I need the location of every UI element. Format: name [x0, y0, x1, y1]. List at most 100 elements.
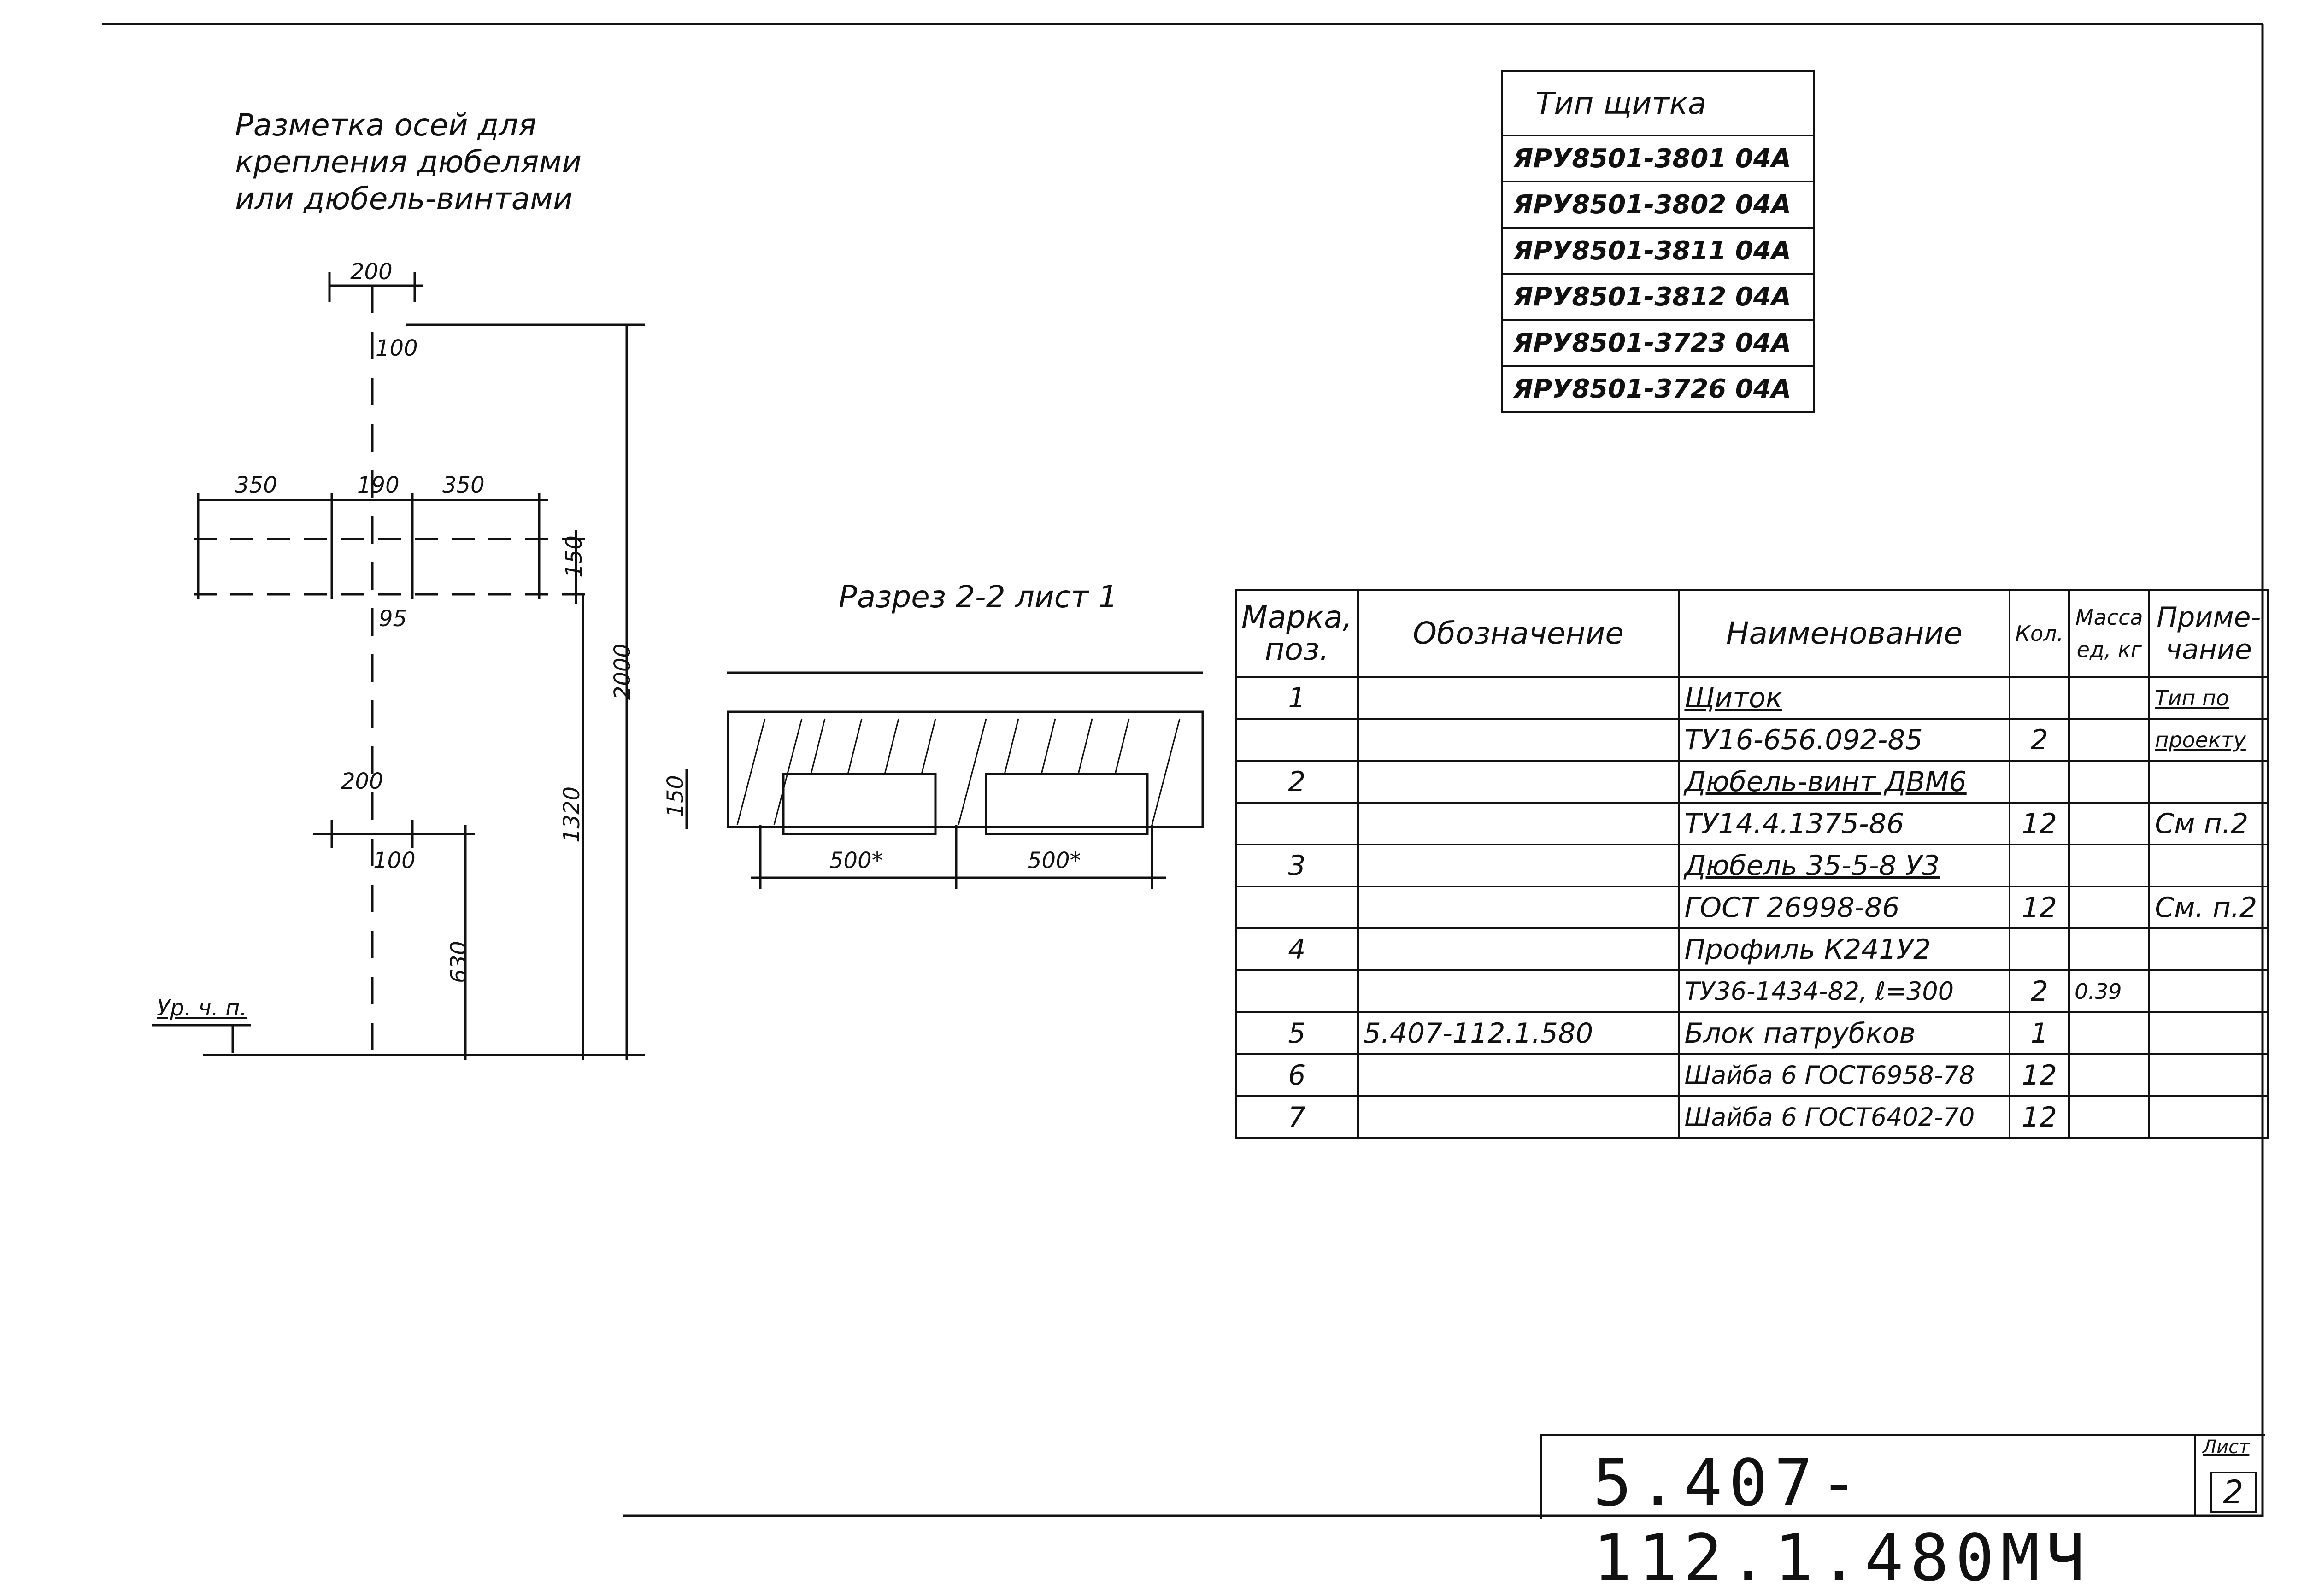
cell-qty — [2009, 676, 2070, 720]
sheet-label: Лист — [2203, 1437, 2250, 1458]
cell-name: ТУ16-656.092-85 — [1678, 718, 2011, 762]
cell-name: Дюбель 35-5-8 У3 — [1678, 844, 2011, 887]
document-code: 5.407- 112.1.480МЧ — [1593, 1446, 2092, 1596]
note-line: Разметка осей для — [235, 107, 537, 143]
cell-mass — [2068, 802, 2151, 845]
cell-note: Тип по — [2148, 676, 2269, 720]
cell-mass — [2068, 718, 2151, 762]
table-row: ТУ14.4.1375-86 12 См п.2 — [1235, 802, 2269, 845]
cell-note — [2148, 1053, 2269, 1097]
cell-mass — [2068, 676, 2151, 720]
table-row: 6 Шайба 6 ГОСТ6958-78 12 — [1235, 1053, 2269, 1097]
type-row: ЯРУ8501-3801 04А — [1501, 135, 1815, 182]
cell-mass — [2068, 1011, 2151, 1055]
cell-designation — [1357, 676, 1680, 720]
note-line: или дюбель-винтами — [235, 181, 573, 217]
type-row: ЯРУ8501-3726 04А — [1501, 365, 1815, 413]
table-row: 1 Щиток Тип по — [1235, 676, 2269, 720]
cell-mass — [2068, 927, 2151, 971]
cell-name: Шайба 6 ГОСТ6958-78 — [1678, 1053, 2011, 1097]
cell-mark — [1235, 886, 1359, 929]
cell-designation — [1357, 844, 1680, 887]
cell-designation — [1357, 886, 1680, 929]
col-header-note: Приме- чание — [2148, 589, 2269, 678]
table-row: ГОСТ 26998-86 12 См. п.2 — [1235, 886, 2269, 929]
dim-top-100: 100 — [376, 335, 418, 361]
cell-note — [2148, 844, 2269, 887]
cell-mass — [2068, 1053, 2151, 1097]
cell-designation — [1357, 927, 1680, 971]
section-box-left — [782, 773, 937, 835]
dim-95: 95 — [379, 606, 407, 632]
note-line: крепления дюбелями — [235, 144, 582, 180]
table-row: 5 5.407-112.1.580 Блок патрубков 1 — [1235, 1011, 2269, 1055]
section-wall — [727, 710, 1204, 828]
cell-qty: 12 — [2009, 886, 2070, 929]
table-row: ТУ16-656.092-85 2 проекту — [1235, 718, 2269, 762]
table-row: 2 Дюбель-винт ДВМ6 — [1235, 760, 2269, 804]
col-header-name: Наименование — [1678, 589, 2011, 678]
cell-mass — [2068, 760, 2151, 804]
type-row: ЯРУ8501-3802 04А — [1501, 181, 1815, 229]
type-row: ЯРУ8501-3723 04А — [1501, 319, 1815, 367]
cell-name: Блок патрубков — [1678, 1011, 2011, 1055]
floor-level-label: Ур. ч. п. — [157, 995, 247, 1021]
sheet-number: 2 — [2210, 1472, 2257, 1513]
drawing-canvas — [102, 23, 2264, 1517]
sheet-box: Лист 2 — [2194, 1436, 2265, 1517]
section-title: Разрез 2-2 лист 1 — [839, 579, 1118, 615]
cell-designation — [1357, 969, 1680, 1013]
type-table-header: Тип щитка — [1501, 70, 1815, 136]
cell-name: Дюбель-винт ДВМ6 — [1678, 760, 2011, 804]
section-box-right — [985, 773, 1149, 835]
cell-mark: 3 — [1235, 844, 1359, 887]
section-dim-150: 150 — [662, 775, 688, 817]
cell-mark: 6 — [1235, 1053, 1359, 1097]
cell-mark: 5 — [1235, 1011, 1359, 1055]
cell-designation — [1357, 1095, 1680, 1139]
type-row: ЯРУ8501-3811 04А — [1501, 227, 1815, 275]
cell-mass — [2068, 844, 2151, 887]
cell-designation — [1357, 718, 1680, 762]
type-row: ЯРУ8501-3812 04А — [1501, 273, 1815, 321]
cell-designation: 5.407-112.1.580 — [1357, 1011, 1680, 1055]
cell-note — [2148, 1095, 2269, 1139]
cell-note: См. п.2 — [2148, 886, 2269, 929]
cell-note — [2148, 760, 2269, 804]
dim-1320: 1320 — [559, 786, 585, 843]
section-dim-500-right: 500* — [1028, 848, 1081, 874]
dim-top-200: 200 — [350, 259, 393, 285]
dim-350-left: 350 — [235, 472, 277, 498]
dim-630: 630 — [446, 941, 472, 983]
cell-mass: 0.39 — [2068, 969, 2151, 1013]
cell-mark — [1235, 969, 1359, 1013]
dim-150: 150 — [561, 535, 587, 578]
cell-name: ТУ36-1434-82, ℓ=300 — [1678, 969, 2011, 1013]
cell-qty — [2009, 760, 2070, 804]
cell-qty: 2 — [2009, 718, 2070, 762]
cell-name: ТУ14.4.1375-86 — [1678, 802, 2011, 845]
title-block: 5.407- 112.1.480МЧ Лист 2 — [1540, 1434, 2265, 1596]
axis-marking-note: Разметка осей для крепления дюбелями или… — [235, 107, 582, 217]
cell-designation — [1357, 802, 1680, 845]
cell-qty: 1 — [2009, 1011, 2070, 1055]
table-row: 4 Профиль К241У2 — [1235, 927, 2269, 971]
cell-designation — [1357, 1053, 1680, 1097]
cell-mark: 1 — [1235, 676, 1359, 720]
cell-name: ГОСТ 26998-86 — [1678, 886, 2011, 929]
cell-mark: 7 — [1235, 1095, 1359, 1139]
col-header-qty: Кол. — [2009, 589, 2070, 678]
specification-table: Марка, поз. Обозначение Наименование Кол… — [1235, 589, 2269, 1139]
panel-type-table: Тип щитка ЯРУ8501-3801 04А ЯРУ8501-3802 … — [1501, 70, 1815, 413]
cell-note — [2148, 969, 2269, 1013]
cell-mark — [1235, 718, 1359, 762]
col-header-mark: Марка, поз. — [1235, 589, 1359, 678]
section-dim-500-left: 500* — [829, 848, 883, 874]
cell-mass — [2068, 886, 2151, 929]
cell-name: Профиль К241У2 — [1678, 927, 2011, 971]
cell-qty — [2009, 844, 2070, 887]
table-row: 7 Шайба 6 ГОСТ6402-70 12 — [1235, 1095, 2269, 1139]
cell-mark — [1235, 802, 1359, 845]
dim-2000: 2000 — [610, 643, 636, 700]
dim-350-right: 350 — [442, 472, 485, 498]
